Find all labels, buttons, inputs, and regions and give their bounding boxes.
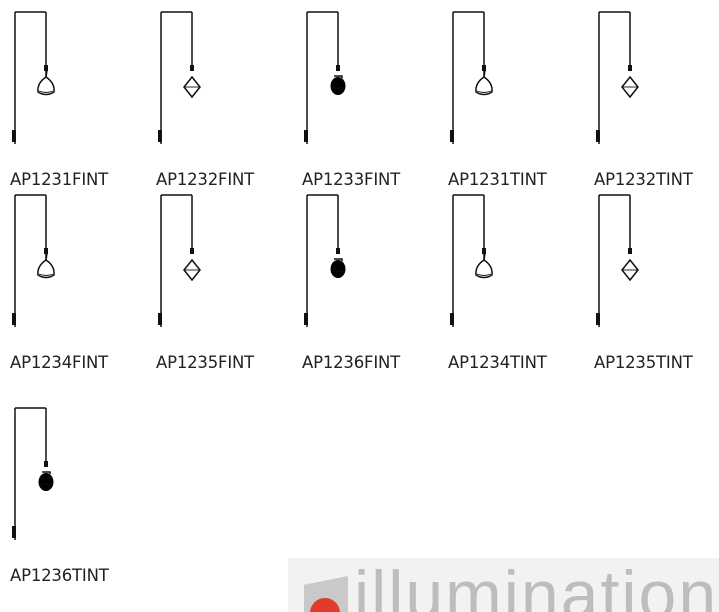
product-code: AP1236FINT — [302, 353, 401, 372]
product-code: AP1233FINT — [302, 170, 401, 189]
pendant-lamp-icon — [304, 11, 346, 144]
pendant-lamp-icon — [158, 11, 201, 144]
product-code: AP1231TINT — [448, 170, 547, 189]
pendant-lamp-icon — [450, 194, 493, 327]
product-item: AP1231FINT — [10, 11, 150, 212]
pendant-lamp-icon — [596, 194, 639, 327]
pendant-lamp-icon — [12, 11, 55, 144]
product-item: AP1235TINT — [594, 194, 719, 395]
logo-red-dot-icon — [310, 598, 340, 612]
product-code: AP1235FINT — [156, 353, 255, 372]
product-code: AP1231FINT — [10, 170, 109, 189]
product-item: AP1232FINT — [156, 11, 296, 212]
product-item: AP1233FINT — [302, 11, 442, 212]
product-code: AP1235TINT — [594, 353, 693, 372]
product-item: AP1234FINT — [10, 194, 150, 395]
product-item: AP1232TINT — [594, 11, 719, 212]
product-item: AP1236FINT — [302, 194, 442, 395]
pendant-lamp-icon — [450, 11, 493, 144]
logo-wordmark: illumination — [354, 558, 719, 612]
product-item: AP1235FINT — [156, 194, 296, 395]
product-item: AP1236TINT — [10, 407, 150, 608]
product-item: AP1231TINT — [448, 11, 588, 212]
product-code: AP1236TINT — [10, 566, 109, 585]
pendant-lamp-icon — [596, 11, 639, 144]
pendant-lamp-icon — [304, 194, 346, 327]
pendant-lamp-icon — [12, 407, 54, 540]
product-code: AP1232FINT — [156, 170, 255, 189]
product-code: AP1234TINT — [448, 353, 547, 372]
product-code: AP1232TINT — [594, 170, 693, 189]
product-code: AP1234FINT — [10, 353, 109, 372]
product-item: AP1234TINT — [448, 194, 588, 395]
pendant-lamp-icon — [158, 194, 201, 327]
pendant-lamp-icon — [12, 194, 55, 327]
brand-logo: illumination — [288, 558, 719, 612]
